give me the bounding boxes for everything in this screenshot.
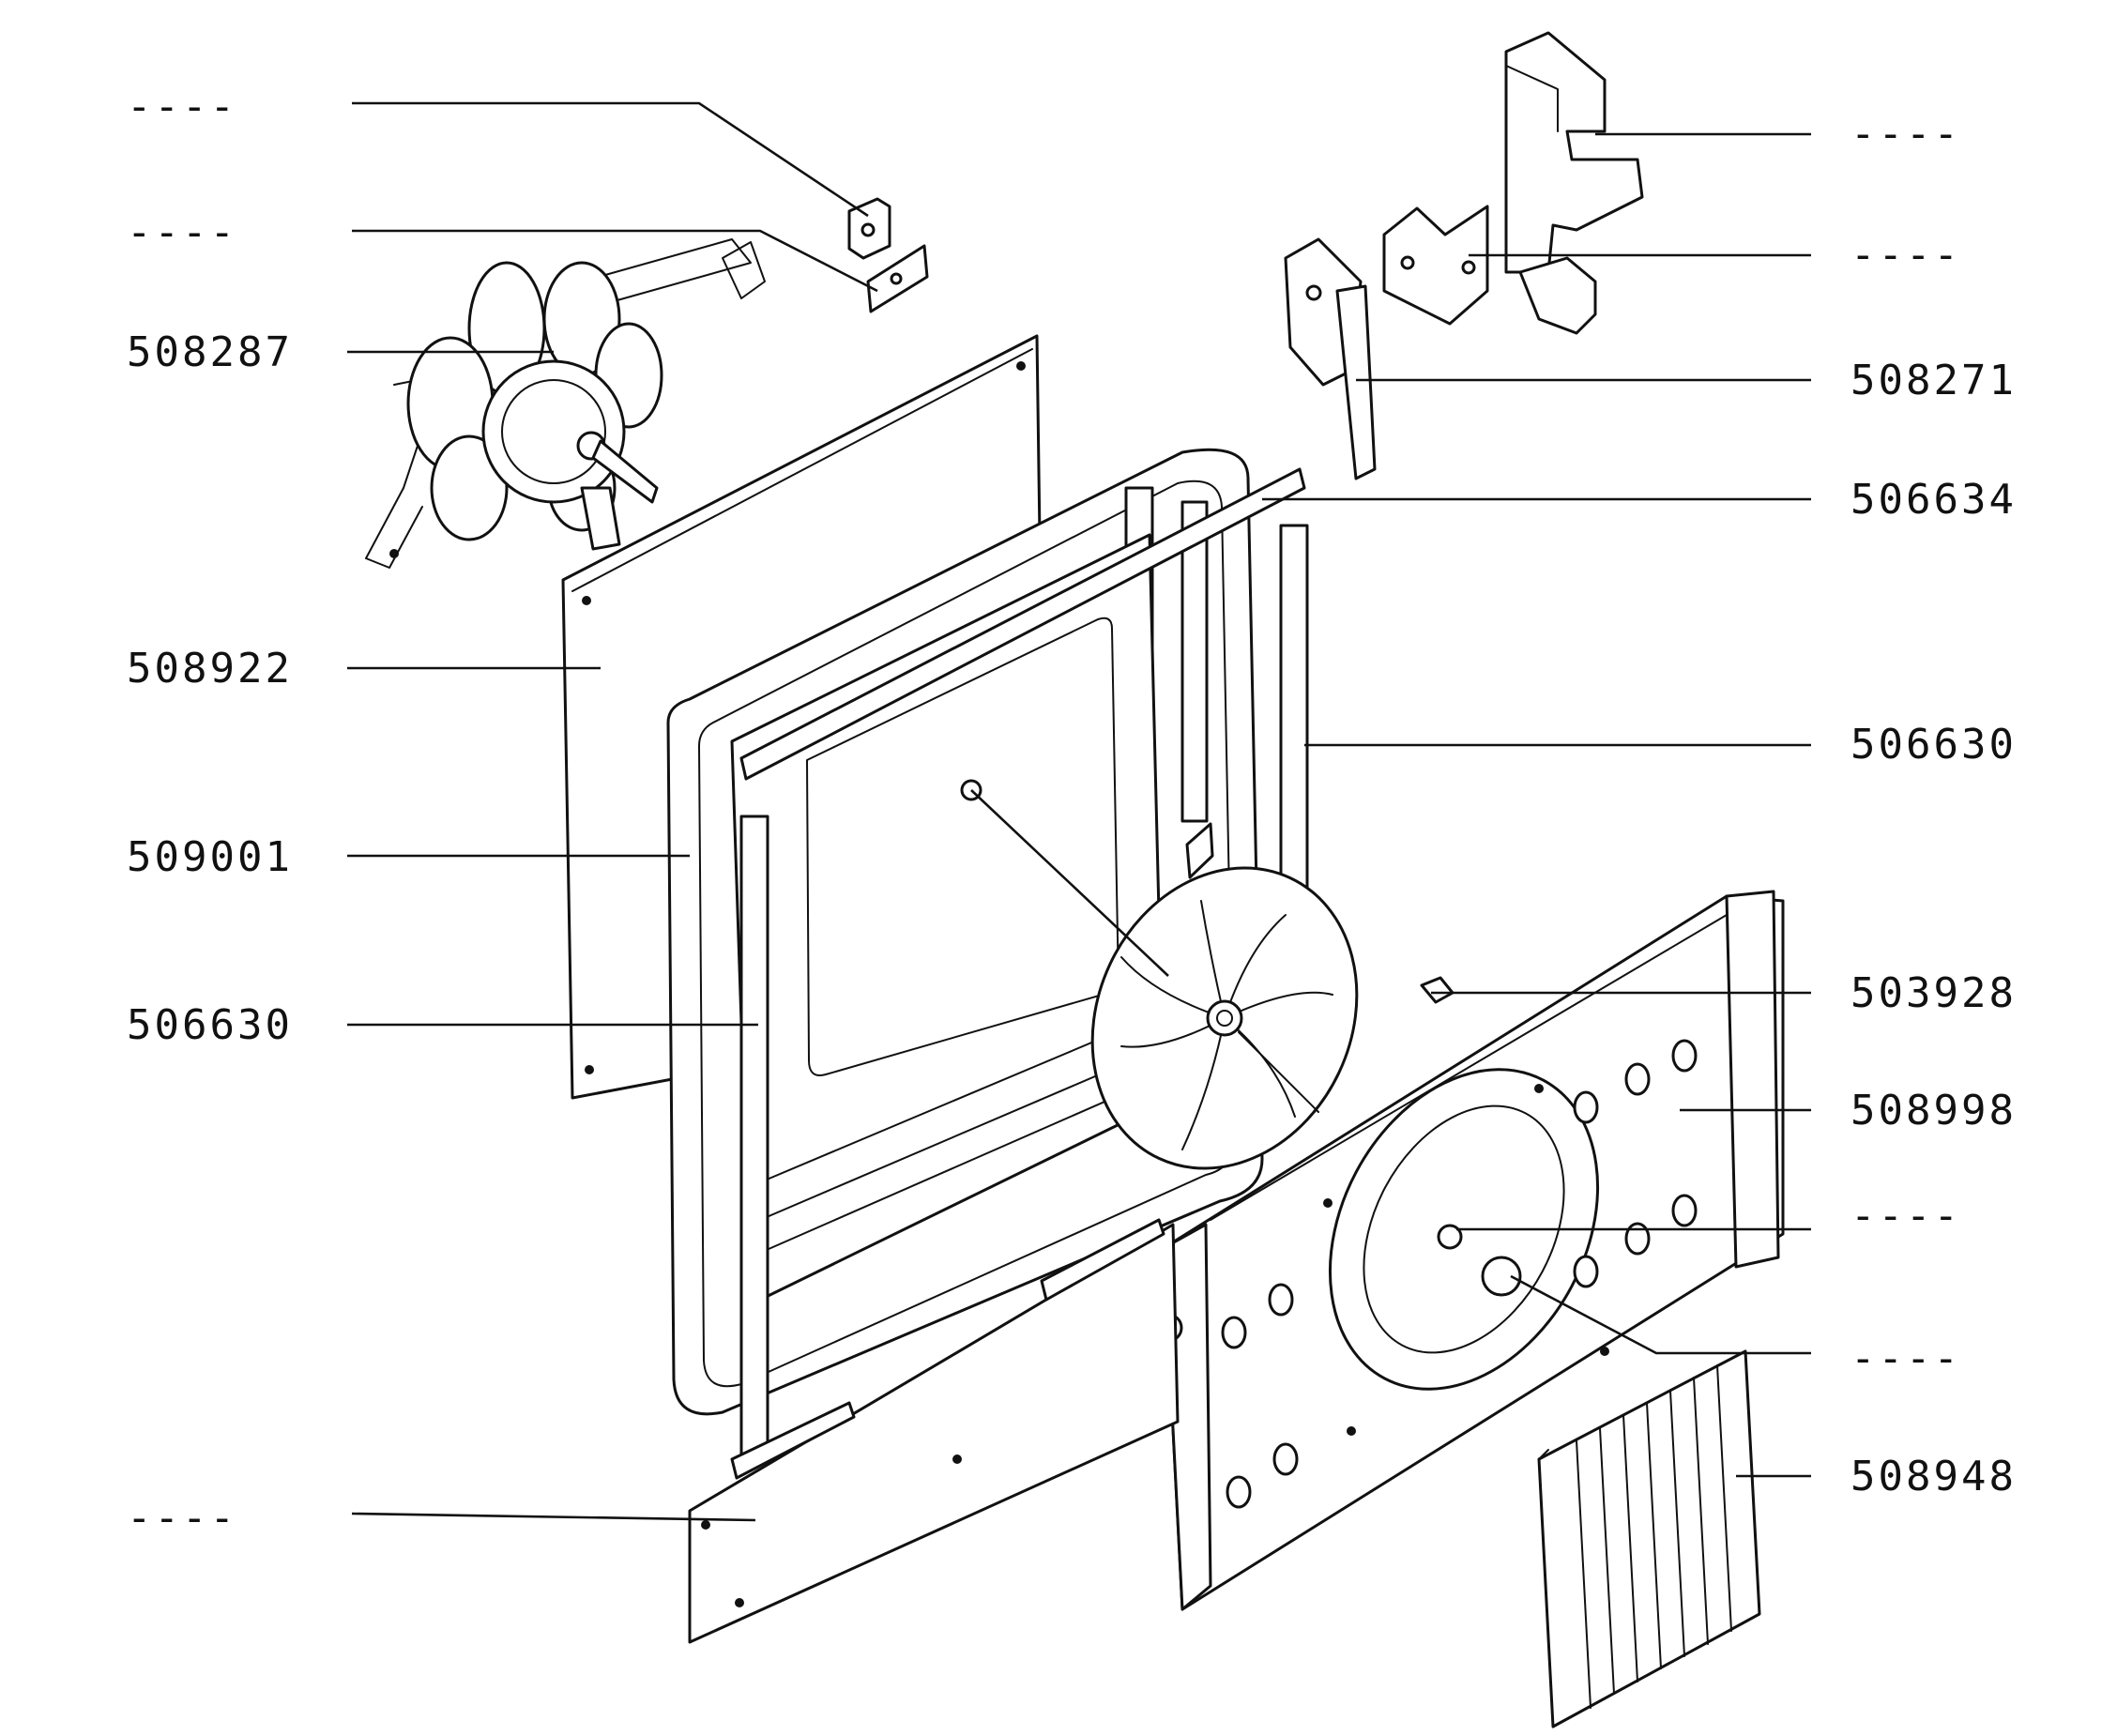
label-strip-top: 506634 <box>1850 476 2017 524</box>
nut-drawing <box>1420 976 1454 1004</box>
leader-lines <box>347 101 1811 1522</box>
small-bracket-drawing <box>1185 822 1214 879</box>
label-top-right-2: ---- <box>1850 231 1961 279</box>
small-clip-drawing <box>847 197 891 260</box>
label-rear-panel: 508922 <box>127 645 293 693</box>
fan-impeller-drawing <box>1090 866 1359 1170</box>
label-right-lower: ---- <box>1850 1334 1961 1382</box>
label-nut: 503928 <box>1850 969 2017 1017</box>
label-top-right-1: ---- <box>1850 110 1961 158</box>
grille-drawing <box>1537 1349 1761 1728</box>
bottom-strip-drawing <box>688 1218 1180 1644</box>
label-top-left-1: ---- <box>127 83 237 130</box>
label-top-left-2: ---- <box>127 208 237 256</box>
label-switch: 508271 <box>1850 357 2017 404</box>
left-seal-drawing <box>739 815 769 1456</box>
fan-motor-drawing <box>365 238 766 569</box>
label-fan-motor: 508287 <box>127 328 293 376</box>
label-seal-left: 506630 <box>127 1001 293 1049</box>
label-frame: 509001 <box>127 833 293 881</box>
label-bottom-left: ---- <box>127 1494 237 1542</box>
right-seal-drawing <box>1279 524 1309 893</box>
top-right-bracket-drawing <box>1504 31 1644 335</box>
small-plate-drawing <box>866 244 929 313</box>
label-back-plate: 508998 <box>1850 1087 2017 1134</box>
switch-drawing <box>1284 237 1377 480</box>
label-right-mid: ---- <box>1850 1192 1961 1240</box>
angle-bracket-drawing <box>1382 205 1489 326</box>
top-strip-drawing <box>739 467 1306 781</box>
part-labels: ---- ---- 508287 508922 509001 506630 --… <box>127 83 2017 1542</box>
label-grille: 508948 <box>1850 1453 2017 1500</box>
label-seal-right: 506630 <box>1850 721 2017 769</box>
